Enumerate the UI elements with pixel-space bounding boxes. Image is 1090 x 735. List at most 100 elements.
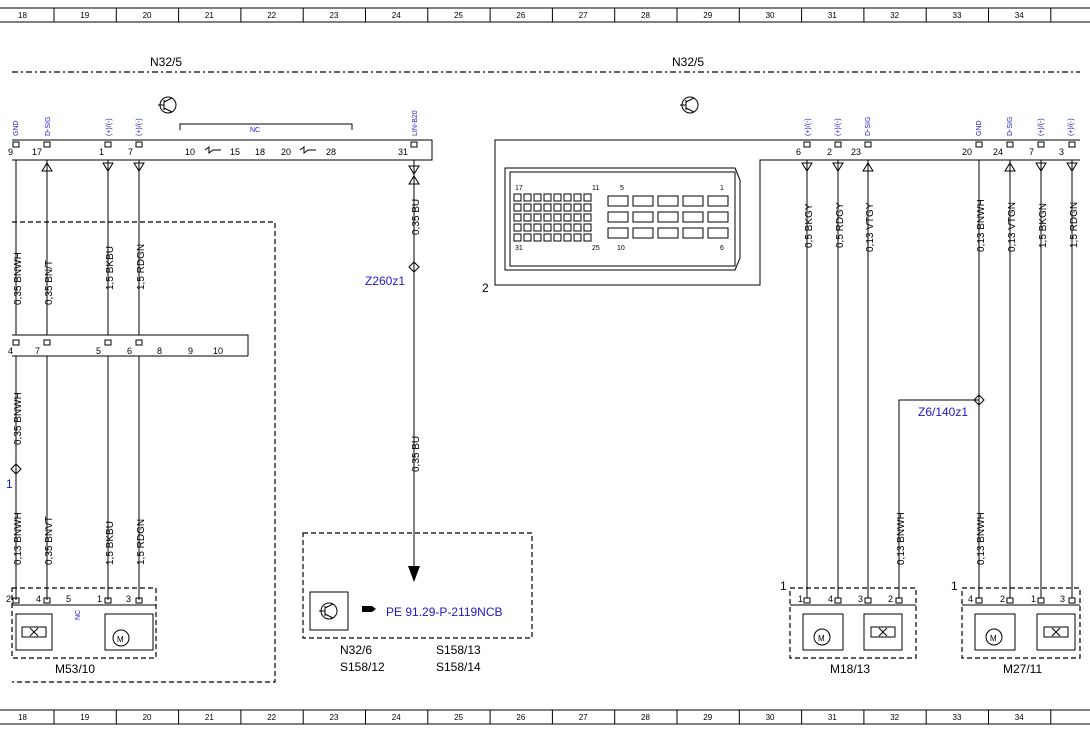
signal-gnd-left: GND [13,120,20,136]
connector-cell [682,195,704,207]
valve-icon [21,626,47,638]
conn-pin-17: 17 [515,185,523,192]
wire-label: 0,13 BNWH [13,512,24,565]
conn-pin-6: 6 [720,245,724,252]
pin-label: 1 [798,594,803,604]
connector-cell [533,193,542,202]
connector-cell [543,233,552,242]
component-m53-box [11,587,157,659]
connector-cell [573,213,582,222]
pin-terminal [12,339,20,346]
arrow-down-icon [408,566,420,582]
signal-pm-right-1: (+)/(-) [805,118,812,136]
module-label-left: N32/5 [150,55,182,69]
column-number: 18 [18,11,27,20]
pin-terminal [1037,141,1045,148]
pin-terminal [834,597,842,604]
connector-cell [573,233,582,242]
connector-cell [657,195,679,207]
wire-label: 0,13 VTGN [1007,202,1018,252]
connector-cell [523,193,532,202]
connector-illustration: 17 11 5 1 31 25 10 6 [504,167,741,271]
column-number: 27 [579,713,588,722]
connector-cell [583,193,592,202]
connector-cell [583,203,592,212]
pin-terminal [43,141,51,148]
connector-cell [533,233,542,242]
ref-component: S158/13 [436,643,481,657]
connector-cell [543,213,552,222]
nc-bracket [179,123,353,130]
component-num: 1 [951,579,958,593]
splice-icon [408,261,420,273]
actuator-box [802,613,844,651]
component-m18-box [789,587,917,659]
component-m27-box [961,587,1081,659]
pin-terminal [864,141,872,148]
pin-label: 7 [1029,147,1034,157]
conn-pin-31: 31 [515,245,523,252]
signal-pm-left-1: (+)/(-) [106,118,113,136]
connector-cell [513,203,522,212]
splice-icon [10,463,22,475]
connector-cell [523,213,532,222]
conn-pin-25: 25 [592,245,600,252]
bridge-icon [299,146,316,154]
connector-cell [553,203,562,212]
mid-connector-strip [12,334,249,357]
signal-pm-right-3: (+)/(-) [1038,118,1045,136]
pin-label: 5 [96,346,101,356]
connector-cell [533,223,542,232]
connector-cell [607,211,629,223]
valve-icon [870,626,896,638]
reference-link[interactable]: PE 91.29-P-2119NCB [386,605,503,619]
pin-label: 7 [35,346,40,356]
arrow-down-icon [102,162,114,172]
arrow-up-icon [41,162,53,172]
column-number: 18 [18,713,27,722]
motor-m-symbol: M [818,634,825,643]
wire-label: 0,13 BNWH [896,512,907,565]
connector-cell [573,203,582,212]
column-number: 20 [143,11,152,20]
pin-terminal [803,141,811,148]
wire-label: 0,13 BNWH [976,199,987,252]
column-number: 34 [1015,713,1024,722]
signal-dsig-right-2: D-SIG [1007,117,1014,136]
wire-label: 0,35 BNVT [44,516,55,565]
pin-terminal [834,141,842,148]
connector-cell [632,195,654,207]
wire-label: 0,5 RDGY [835,202,846,248]
bridge-icon [204,146,221,154]
connector-cell [553,193,562,202]
pin-label: 3 [1060,594,1065,604]
pin-terminal [895,597,903,604]
connector-strip-left [12,139,433,161]
signal-dsig-left: D-SIG [45,117,52,136]
connector-cell [513,193,522,202]
column-number: 30 [766,713,775,722]
ecu-symbol-box [309,591,349,631]
pin-terminal [1006,141,1014,148]
connector-cell [682,227,704,239]
splice-label-z260: Z260z1 [365,274,405,288]
column-number: 19 [80,713,89,722]
ref-component: S158/12 [340,660,385,674]
pin-label: 6 [796,147,801,157]
splice-icon [973,394,985,406]
connector-cell [573,193,582,202]
pin-terminal [135,141,143,148]
ref-component: S158/14 [436,660,481,674]
pin-label: 4 [968,594,973,604]
column-number: 23 [330,713,339,722]
pin-label: 7 [128,147,133,157]
pin-label: 20 [281,147,291,157]
pin-terminal [803,597,811,604]
connector-cell [583,213,592,222]
nc-label: NC [250,127,260,134]
component-boundary-left [12,221,276,683]
pin-label: 20 [962,147,972,157]
pin-label: 10 [213,346,223,356]
column-number: 33 [953,11,962,20]
